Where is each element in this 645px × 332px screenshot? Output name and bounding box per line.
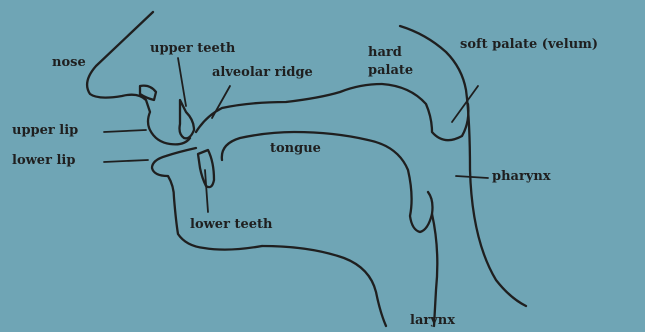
label-larynx: larynx — [410, 314, 455, 327]
label-alveolar-ridge: alveolar ridge — [212, 66, 313, 79]
pointer-lower-lip — [104, 160, 148, 162]
larynx-outline — [432, 214, 437, 326]
pointer-soft-palate — [452, 86, 478, 122]
pointer-upper-teeth — [178, 58, 186, 106]
label-nose: nose — [52, 56, 86, 69]
pharynx-back-wall — [400, 26, 526, 306]
floor-of-mouth-outline — [262, 246, 386, 326]
label-pharynx: pharynx — [492, 170, 551, 183]
palate-outline — [196, 84, 468, 140]
label-hard-palate-1: hard — [368, 46, 402, 59]
label-lower-teeth: lower teeth — [190, 218, 272, 231]
nose-and-upper-lip-outline — [87, 12, 190, 144]
pointer-pharynx — [456, 176, 488, 178]
pointer-lower-teeth — [205, 170, 208, 212]
label-upper-teeth: upper teeth — [150, 42, 235, 55]
label-soft-palate: soft palate (velum) — [460, 38, 598, 51]
label-hard-palate-2: palate — [368, 64, 413, 77]
pointer-upper-lip — [104, 130, 146, 132]
pointer-alveolar-ridge — [212, 86, 230, 118]
label-tongue: tongue — [270, 142, 321, 155]
label-lower-lip: lower lip — [12, 154, 75, 167]
label-upper-lip: upper lip — [12, 124, 78, 137]
